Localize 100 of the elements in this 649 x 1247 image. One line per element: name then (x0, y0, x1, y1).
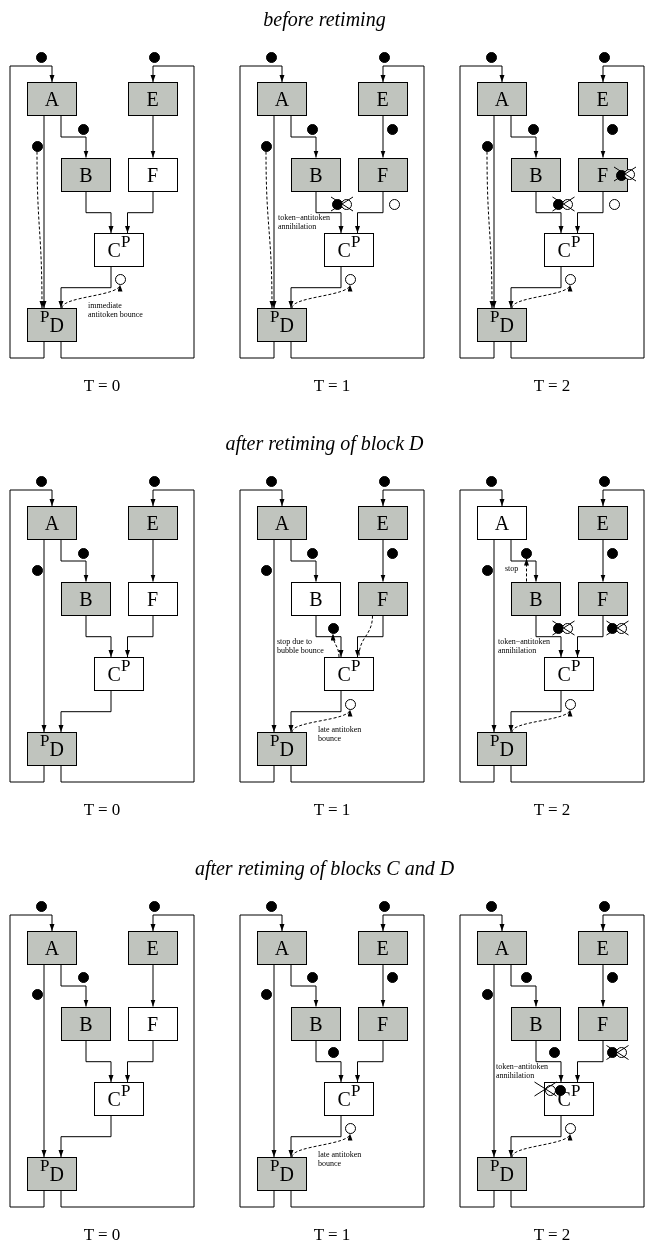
annotation: token−antitoken annihilation (498, 638, 552, 656)
process-block: $^{P}$D (257, 308, 307, 342)
token-dot (307, 547, 318, 559)
antitoken-circle (616, 1047, 627, 1058)
time-label: T = 2 (532, 376, 572, 396)
token-dot (548, 1047, 560, 1058)
token-dot (148, 476, 160, 487)
process-block: B (61, 581, 111, 616)
dashed-arrow (291, 284, 351, 309)
arrow (60, 539, 89, 582)
process-block: $^{P}$D (27, 1157, 77, 1191)
process-block: E (127, 82, 178, 116)
process-block: C$^{P}$ (544, 657, 594, 691)
process-block: F (577, 157, 628, 192)
arrow (41, 539, 47, 733)
process-block: B (511, 1006, 561, 1041)
antitoken-circle (344, 273, 356, 285)
process-block: F (357, 157, 408, 192)
process-block: C$^{P}$ (94, 233, 144, 267)
arrow (9, 65, 55, 359)
dashed-arrow (291, 1133, 351, 1158)
process-block: B (61, 157, 111, 192)
token-dot (598, 476, 610, 487)
antitoken-circle (344, 698, 356, 710)
process-block: F (357, 581, 408, 616)
process-block: E (357, 931, 408, 965)
token-dot (327, 1047, 339, 1058)
arrow (510, 914, 645, 1208)
process-block: E (577, 931, 628, 965)
token-dot (31, 140, 43, 152)
process-block: E (357, 82, 408, 116)
token-dot (265, 476, 277, 487)
antitoken-circle (608, 198, 620, 210)
token-dot (31, 988, 43, 1000)
process-block: $^{P}$D (257, 1157, 307, 1191)
annotation: token−antitoken annihilation (496, 1063, 550, 1081)
token-dot (485, 901, 497, 912)
arrow (290, 115, 319, 158)
arrow (535, 191, 564, 234)
arrow (58, 690, 112, 733)
token-dot (481, 140, 493, 152)
process-block: B (291, 1006, 341, 1041)
process-block: B (61, 1006, 111, 1041)
dashed-arrow (524, 558, 529, 582)
process-block: $^{P}$D (477, 1157, 527, 1191)
arrow (9, 914, 55, 1208)
token-dot (481, 988, 493, 1000)
arrow (239, 489, 285, 783)
token-dot (598, 52, 610, 63)
antitoken-circle (545, 1084, 556, 1096)
arrow (459, 489, 505, 783)
arrow (150, 539, 156, 582)
token-dot (606, 972, 618, 983)
token-dot (332, 198, 343, 210)
token-dot (378, 901, 390, 912)
arrow (600, 539, 606, 582)
token-dot (615, 169, 627, 181)
arrow (271, 539, 277, 733)
process-block: $^{P}$D (477, 732, 527, 766)
arrow (491, 964, 497, 1158)
token-dot (481, 564, 493, 576)
process-block: A (257, 82, 307, 116)
process-block: C$^{P}$ (324, 657, 374, 691)
annotation: token−antitoken annihilation (278, 214, 332, 232)
arrow (508, 690, 562, 733)
arrow (41, 115, 47, 309)
arrow (288, 690, 342, 733)
arrow (510, 65, 645, 359)
token-dot (387, 972, 398, 983)
section-heading: after retiming of block D (224, 432, 425, 455)
arrow (290, 489, 425, 783)
process-block: $^{P}$D (477, 308, 527, 342)
antitoken-circle (562, 198, 573, 210)
arrow (510, 539, 539, 582)
token-dot (378, 52, 390, 63)
antitoken-circle (344, 1122, 356, 1134)
process-block: C$^{P}$ (544, 233, 594, 267)
dashed-arrow (61, 284, 121, 309)
token-dot (521, 547, 532, 559)
token-dot (260, 564, 272, 576)
process-block: E (577, 506, 628, 540)
token-dot (260, 140, 272, 152)
antitoken-circle (564, 273, 576, 285)
antitoken-circle (564, 1122, 576, 1134)
token-dot (35, 52, 47, 63)
arrow (9, 489, 55, 783)
arrow (60, 489, 195, 783)
process-block: F (357, 1006, 408, 1041)
arrow (60, 964, 89, 1007)
process-block: A (257, 506, 307, 540)
time-label: T = 0 (82, 800, 122, 820)
arrow (380, 115, 386, 158)
section-heading: after retiming of blocks C and D (193, 857, 456, 880)
process-block: F (127, 581, 178, 616)
antitoken-circle (340, 198, 352, 210)
token-dot (77, 972, 89, 983)
process-block: A (27, 82, 77, 116)
process-block: B (291, 157, 341, 192)
section-heading: before retiming (262, 8, 387, 31)
process-block: $^{P}$D (257, 732, 307, 766)
